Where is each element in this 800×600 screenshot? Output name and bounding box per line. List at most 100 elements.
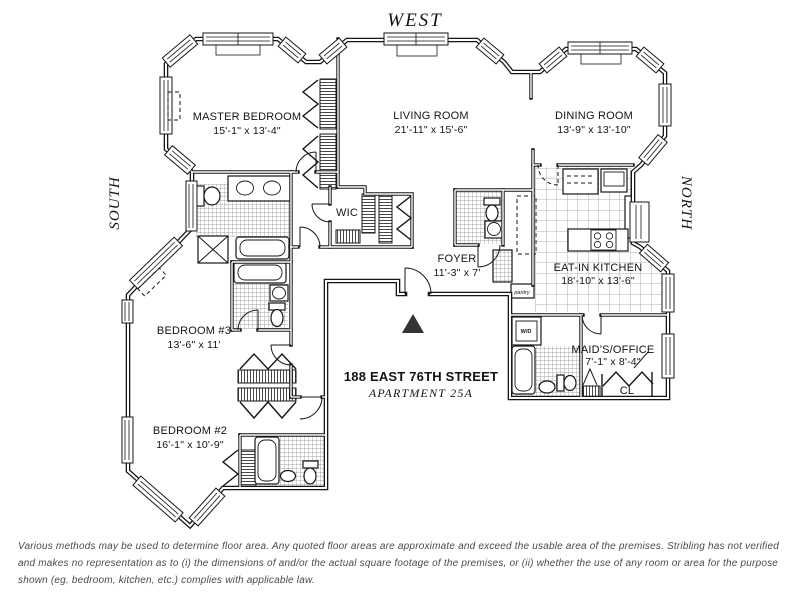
kitchen-counter bbox=[562, 168, 599, 195]
window bbox=[277, 36, 307, 64]
kitchen-dims: 18'-10" x 13'-6" bbox=[561, 275, 635, 287]
ac-unit bbox=[167, 91, 181, 121]
window bbox=[538, 46, 568, 74]
window bbox=[161, 34, 199, 68]
sink-icon bbox=[279, 469, 297, 483]
closet-door bbox=[582, 367, 598, 386]
bedroom2-closet-shelf bbox=[240, 449, 257, 487]
bathtub-inner bbox=[237, 264, 283, 281]
bedroom3-dims: 13'-6" x 11' bbox=[167, 339, 220, 351]
washer-dryer-inner bbox=[515, 320, 538, 342]
maids-office-dims: 7'-1" x 8'-4" bbox=[585, 356, 641, 368]
closet-accordion-door bbox=[301, 79, 320, 129]
bedroom2-door bbox=[299, 396, 323, 420]
kitchen-counter-detail bbox=[567, 175, 594, 184]
bedroom2-dims: 16'-1" x 10'-9" bbox=[156, 439, 224, 451]
window bbox=[121, 299, 134, 324]
closet-wall bbox=[601, 372, 653, 398]
closet-accordion-door bbox=[221, 449, 240, 487]
window bbox=[629, 201, 650, 243]
bath2-door bbox=[237, 309, 259, 331]
closet-accordion-door bbox=[239, 352, 297, 371]
wic-shelf-1 bbox=[361, 193, 376, 234]
window bbox=[159, 76, 173, 135]
burner-icon bbox=[605, 232, 614, 240]
master-bedroom-label: MASTER BEDROOM bbox=[193, 111, 302, 123]
powder-door bbox=[477, 244, 501, 268]
window bbox=[185, 180, 198, 232]
window bbox=[163, 145, 197, 175]
wic-shelf-3 bbox=[335, 229, 361, 244]
toilet-icon bbox=[556, 374, 565, 392]
window bbox=[661, 333, 675, 379]
window bbox=[202, 32, 274, 56]
toilet-icon bbox=[203, 186, 221, 206]
address-street: 188 EAST 76TH STREET bbox=[344, 369, 498, 384]
window bbox=[661, 273, 675, 313]
disclaimer-line1: Various methods may be used to determine… bbox=[18, 541, 779, 552]
toilet-icon bbox=[302, 460, 319, 469]
closet-accordion-door bbox=[602, 370, 654, 388]
burner-icon bbox=[605, 240, 614, 249]
window bbox=[188, 487, 226, 527]
disclaimer-line3: shown (eg. bedroom, kitchen, etc.) compl… bbox=[18, 575, 315, 586]
dining-room-label: DINING ROOM bbox=[555, 110, 633, 122]
bedroom-closet-shelf-2 bbox=[237, 387, 297, 402]
window bbox=[635, 46, 665, 74]
sink-icon bbox=[272, 286, 286, 300]
window bbox=[383, 32, 449, 57]
toilet-icon bbox=[483, 197, 501, 206]
bathtub-inner bbox=[257, 439, 277, 482]
fixtures bbox=[195, 168, 634, 485]
window bbox=[318, 37, 348, 65]
sink-icon bbox=[538, 380, 556, 394]
dining-room-dims: 13'-9" x 13'-10" bbox=[557, 124, 631, 136]
maids-door bbox=[581, 314, 602, 335]
window bbox=[128, 236, 184, 290]
wic-door bbox=[311, 203, 331, 223]
pantry-box bbox=[510, 283, 535, 299]
sink-icon bbox=[236, 180, 254, 196]
window bbox=[658, 83, 672, 127]
window bbox=[638, 243, 670, 273]
kitchen-door bbox=[537, 164, 559, 186]
foyer-closet bbox=[492, 249, 513, 283]
master-closet-shelf-2 bbox=[319, 133, 337, 190]
doors bbox=[221, 79, 654, 487]
compass-west: WEST bbox=[387, 10, 443, 31]
toilet-icon bbox=[270, 308, 284, 328]
pantry-label: pantry bbox=[513, 290, 531, 296]
entry-door bbox=[404, 267, 432, 295]
sink-icon bbox=[263, 180, 281, 196]
labels: WEST SOUTH NORTH MASTER BEDROOM 15'-1" x… bbox=[18, 10, 779, 586]
closet-accordion-door bbox=[395, 195, 413, 241]
toilet-icon bbox=[563, 374, 577, 392]
wic-label: WIC bbox=[336, 207, 358, 219]
maids-closet-door bbox=[633, 351, 649, 369]
interior-wall bbox=[338, 186, 413, 247]
windows bbox=[121, 32, 675, 527]
shower-x bbox=[197, 235, 229, 264]
burner-icon bbox=[593, 232, 602, 240]
bedroom-closet-shelf-1 bbox=[237, 369, 297, 384]
kitchen-sink bbox=[603, 171, 625, 187]
foyer-label: FOYER bbox=[438, 253, 477, 265]
master-closet-shelf-1 bbox=[319, 78, 337, 130]
hall-door bbox=[299, 226, 321, 248]
kitchen-label: EAT-IN KITCHEN bbox=[554, 262, 643, 274]
window bbox=[567, 41, 633, 65]
closet-accordion-door bbox=[301, 135, 320, 189]
window bbox=[121, 416, 134, 464]
compass-north: NORTH bbox=[678, 175, 694, 230]
bathtub-inner bbox=[239, 239, 286, 257]
stove-icon bbox=[590, 229, 617, 251]
compass-south: SOUTH bbox=[107, 176, 123, 230]
toilet-icon bbox=[303, 467, 317, 485]
ac-unit bbox=[137, 267, 167, 297]
closet-accordion-door bbox=[239, 400, 297, 420]
living-room-dims: 21'-11" x 15'-6" bbox=[395, 124, 468, 136]
refrigerator-icon bbox=[516, 195, 537, 255]
address-unit: APARTMENT 25A bbox=[368, 386, 473, 400]
foyer-dims: 11'-3" x 7' bbox=[433, 267, 480, 279]
